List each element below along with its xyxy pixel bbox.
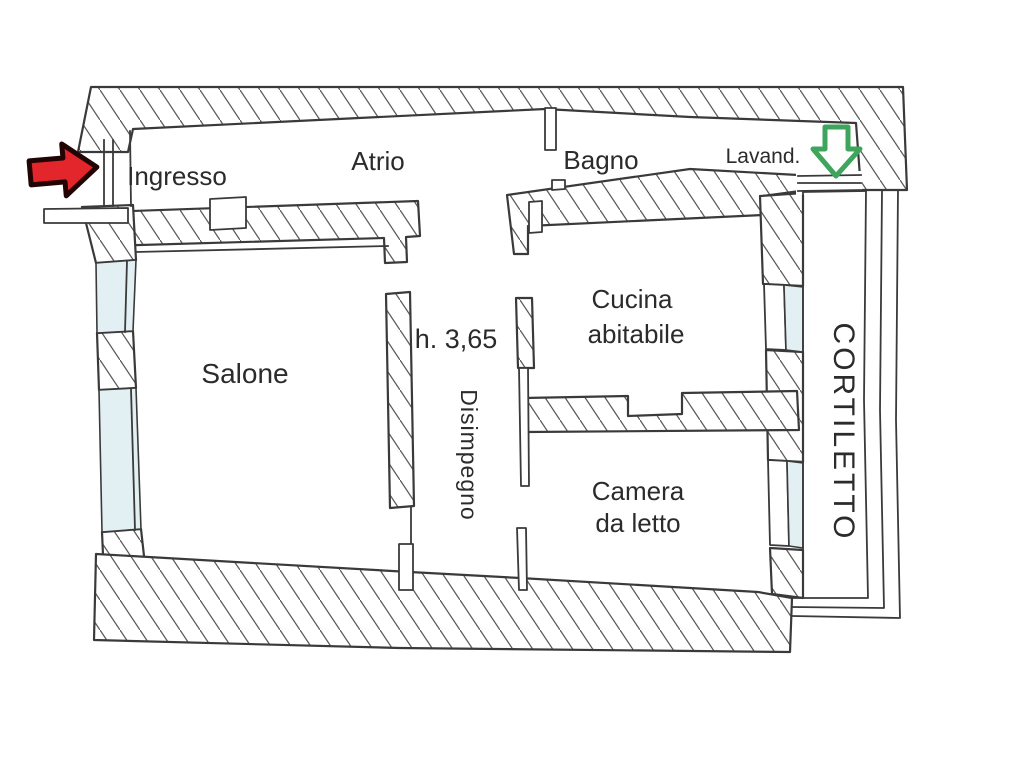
ceiling-height-label: h. 3,65 [415, 324, 498, 354]
disimpegno-thin-wall [518, 367, 530, 487]
camera-door-stub [516, 527, 528, 591]
left-outer-wall-mid [95, 329, 138, 392]
cortiletto-rail-3 [792, 189, 901, 619]
salone-window-upper [95, 259, 137, 334]
salone-top-edge [135, 245, 389, 253]
salone-window-lower [98, 387, 142, 533]
cortiletto-top-edge [802, 190, 867, 193]
cucina-window-recess [763, 283, 787, 351]
right-wall-top [758, 191, 805, 288]
room-label-cucina-line1: Cucina [592, 284, 673, 314]
cucina-camera-wall [522, 389, 801, 434]
room-label-ingresso: Ingresso [127, 161, 227, 191]
salone-window-upper-frame [124, 260, 128, 333]
atrio-bagno-door-jamb [544, 107, 557, 151]
salone-corner-stub [398, 543, 414, 591]
entrance-arrow-icon [26, 141, 100, 199]
room-label-disimpegno: Disimpegno [456, 389, 482, 520]
corridor-salone-wall [102, 199, 422, 265]
disimpegno-cucina-wall [514, 296, 536, 370]
room-label-lavanderia: Lavand. [726, 145, 801, 168]
bagno-wall-peg [551, 179, 566, 191]
room-label-cucina-line2: abitabile [588, 319, 685, 349]
salone-disimpegno-wall [384, 290, 416, 510]
camera-window [786, 460, 804, 549]
room-label-camera-line2: da letto [595, 508, 680, 538]
entrance-ledge [43, 207, 129, 224]
salone-window-lower-frame [130, 388, 136, 531]
courtyard-exit-arrow-icon [810, 124, 863, 179]
room-label-cortiletto: CORTILETTO [827, 323, 860, 542]
cortiletto-rail-2 [791, 190, 885, 609]
cortiletto-rail-1 [791, 190, 869, 599]
ingresso-door-jamb [209, 196, 247, 231]
top-outer-wall [76, 85, 909, 192]
room-label-camera-line1: Camera [592, 476, 685, 506]
room-label-bagno: Bagno [563, 145, 638, 175]
lavanderia-door-line-1 [797, 174, 862, 177]
camera-window-recess [767, 459, 790, 547]
right-wall-bottom [768, 546, 805, 600]
bagno-door-jamb [528, 200, 543, 234]
room-label-salone: Salone [201, 358, 288, 389]
entrance-corridor-edge [129, 130, 132, 207]
room-label-atrio: Atrio [351, 146, 404, 176]
cucina-window [783, 284, 804, 353]
lavanderia-door-line-3 [797, 189, 862, 192]
